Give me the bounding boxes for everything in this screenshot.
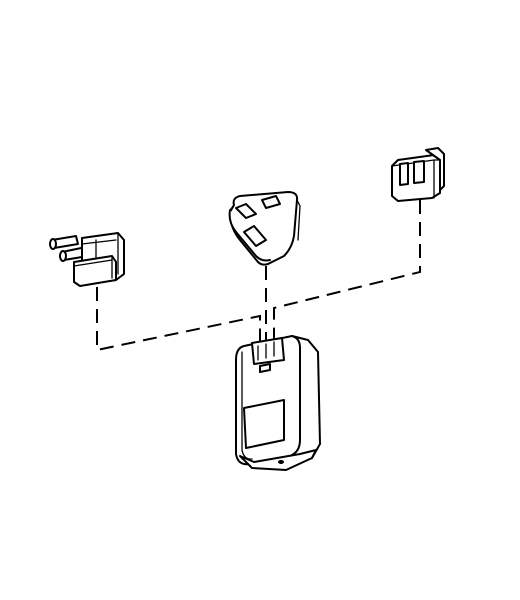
connector-euro	[96, 287, 261, 352]
connector-lines	[96, 200, 421, 352]
uk-plug-adapter	[228, 191, 301, 266]
connector-us	[273, 200, 421, 342]
euro-plug-adapter	[49, 232, 125, 287]
power-adapter-body	[235, 335, 321, 471]
us-plug-adapter	[391, 147, 445, 202]
